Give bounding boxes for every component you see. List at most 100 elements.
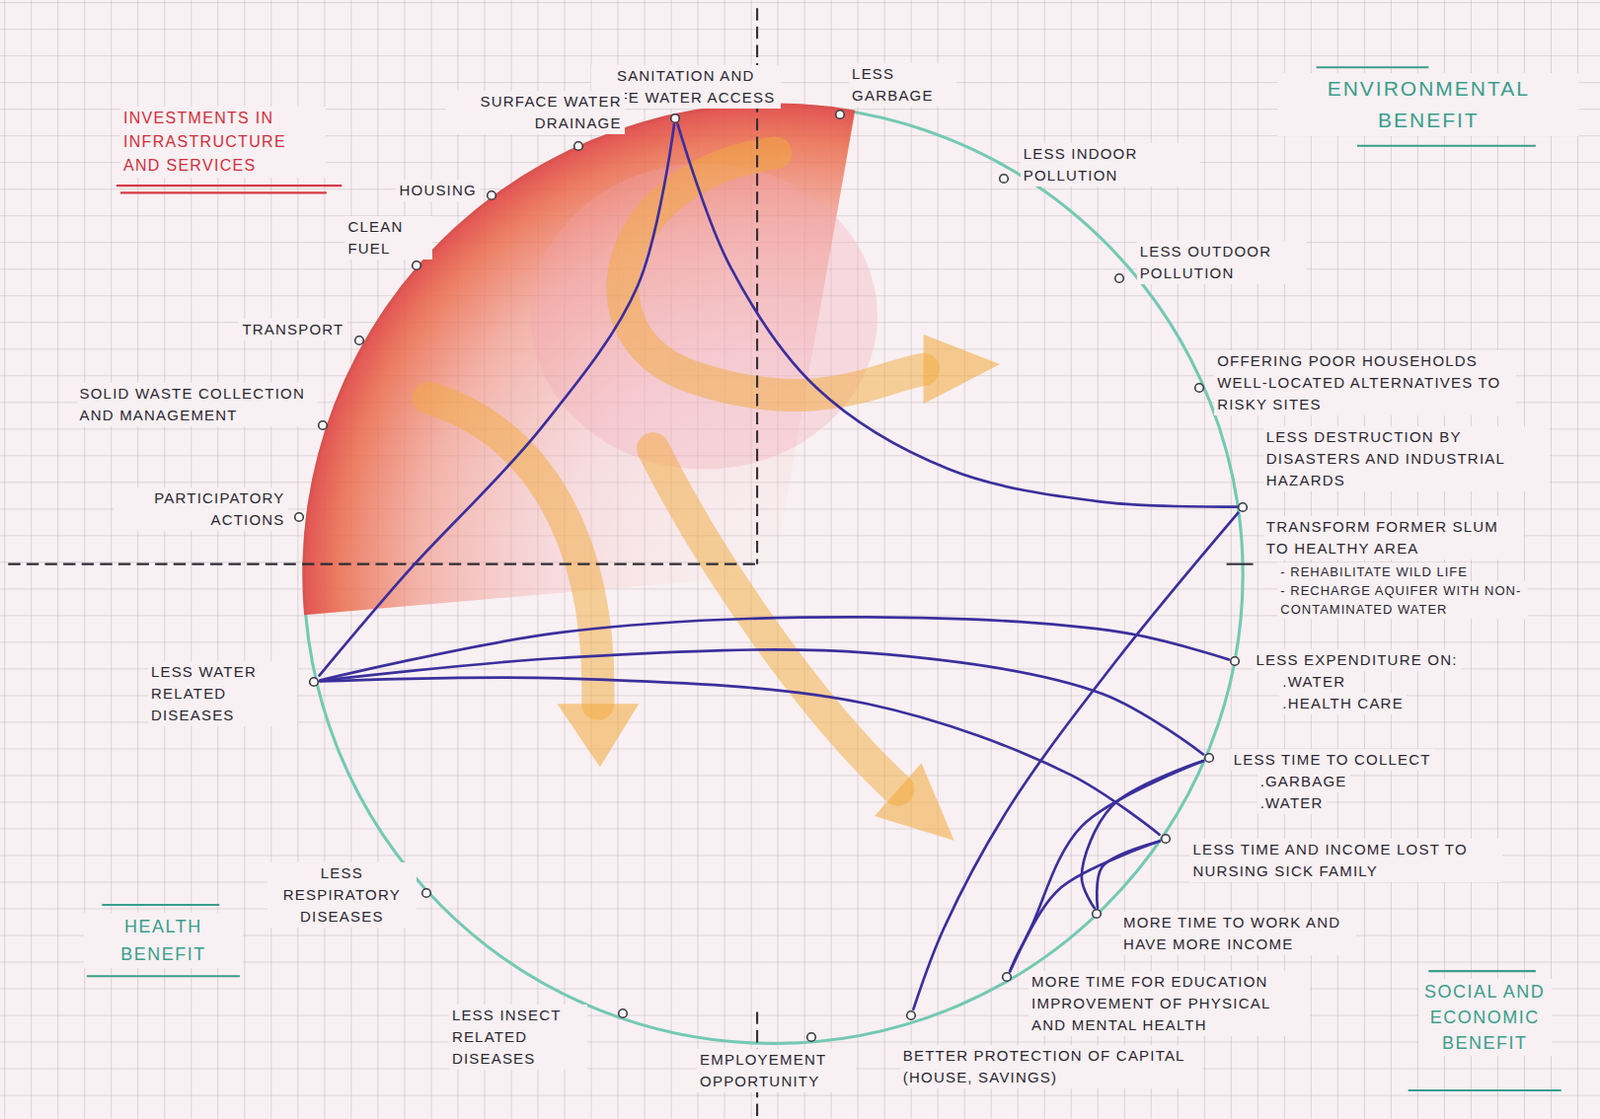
node-dot bbox=[1236, 501, 1249, 514]
node-dot bbox=[410, 259, 423, 272]
node-dot bbox=[1228, 655, 1241, 668]
heading-block: INVESTMENTS IN INFRASTRUCTURE AND SERVIC… bbox=[120, 106, 326, 178]
label-block: EMPLOYEMENT OPPORTUNITY bbox=[696, 1049, 856, 1093]
dot-outline bbox=[1205, 754, 1215, 763]
node-label: SOLID WASTE COLLECTION AND MANAGEMENT bbox=[76, 382, 318, 427]
label-block: CLEAN FUEL bbox=[344, 216, 433, 260]
underline bbox=[86, 975, 240, 978]
node-dot bbox=[1090, 908, 1103, 920]
node-label: LESS WATER RELATED DISEASES bbox=[148, 661, 298, 727]
label-block: MORE TIME FOR EDUCATION IMPROVEMENT OF P… bbox=[1028, 971, 1310, 1037]
quadrant-heading: SOCIAL AND ECONOMIC BENEFIT bbox=[1418, 979, 1552, 1057]
axis-dash bbox=[7, 563, 758, 566]
list-item: .GARBAGE bbox=[1257, 770, 1351, 793]
benefit-point: LESS TIME AND INCOME LOST TO NURSING SIC… bbox=[1159, 833, 1172, 845]
heading-block: - REHABILITATE WILD LIFE bbox=[1277, 562, 1590, 582]
heading-underline bbox=[86, 67, 1562, 1091]
benefit-point: SURFACE WATER DRAINAGE bbox=[572, 140, 585, 153]
benefit-point: LESS EXPENDITURE ON:.WATER.HEALTH CARE bbox=[1228, 655, 1241, 668]
link-curve bbox=[678, 124, 1238, 508]
dot-outline bbox=[1160, 834, 1170, 843]
overline bbox=[101, 904, 220, 907]
node-label: BETTER PROTECTION OF CAPITAL (HOUSE, SAV… bbox=[900, 1045, 1203, 1089]
dot-outline bbox=[1002, 973, 1012, 983]
dot-outline bbox=[317, 421, 327, 431]
overline bbox=[1316, 66, 1430, 69]
list-item: .WATER bbox=[1279, 671, 1349, 693]
label-block: LESS GARBAGE bbox=[848, 63, 957, 107]
dot-outline bbox=[1238, 502, 1248, 512]
benefit-point: LESS RESPIRATORY DISEASES bbox=[420, 887, 433, 900]
heading-block: SOCIAL AND ECONOMIC BENEFIT bbox=[1418, 979, 1552, 1057]
link-curve bbox=[1096, 840, 1159, 909]
dot-outline bbox=[1194, 383, 1204, 393]
link-curve bbox=[319, 124, 676, 677]
dot-outline bbox=[355, 336, 365, 346]
node-label: LESS OUTDOOR POLLUTION bbox=[1137, 240, 1306, 285]
dot-outline bbox=[1115, 274, 1125, 284]
benefit-point: MORE TIME FOR EDUCATION IMPROVEMENT OF P… bbox=[1000, 971, 1013, 984]
list-item: .HEALTH CARE bbox=[1279, 692, 1406, 715]
label-block: LESS INSECT RELATED DISEASES bbox=[449, 1004, 588, 1070]
heading-block: - RECHARGE AQUIFER WITH NON-CONTAMINATED… bbox=[1277, 581, 1528, 619]
label-block: LESS RESPIRATORY DISEASES bbox=[267, 862, 417, 928]
benefit-point: SOLID WASTE COLLECTION AND MANAGEMENT bbox=[316, 419, 329, 432]
underline bbox=[120, 191, 327, 194]
overline bbox=[1428, 970, 1536, 973]
node-dot bbox=[420, 887, 433, 900]
dot-outline bbox=[487, 191, 497, 201]
quadrant-heading: ENVIRONMENTAL BENEFIT bbox=[1277, 73, 1580, 137]
dot-outline bbox=[671, 114, 681, 124]
node-dot bbox=[997, 172, 1010, 185]
node-dot bbox=[805, 1031, 818, 1044]
quadrant-axes bbox=[7, 7, 758, 1118]
node-label: LESS TIME AND INCOME LOST TO NURSING SIC… bbox=[1189, 838, 1502, 883]
heading-block: HEALTH BENEFIT bbox=[83, 913, 243, 969]
node-label: OFFERING POOR HOUSEHOLDS WELL-LOCATED AL… bbox=[1214, 350, 1517, 416]
quadrant-heading: HEALTH BENEFIT bbox=[83, 913, 243, 969]
node-label: LESS DESTRUCTION BY DISASTERS AND INDUST… bbox=[1263, 426, 1550, 492]
node-dot bbox=[353, 334, 366, 347]
flow-arrowhead bbox=[874, 762, 955, 841]
dot-outline bbox=[411, 260, 421, 270]
label-block: LESS WATER RELATED DISEASES bbox=[148, 661, 298, 727]
node-dot bbox=[669, 112, 682, 125]
quadrant-heading: INVESTMENTS IN INFRASTRUCTURE AND SERVIC… bbox=[120, 106, 326, 178]
note-text: - REHABILITATE WILD LIFE bbox=[1277, 562, 1471, 582]
flow-arrowhead bbox=[556, 703, 639, 767]
node-dot bbox=[307, 676, 320, 688]
node-label: PARTICIPATORY ACTIONS bbox=[113, 487, 289, 532]
dot-outline bbox=[617, 1008, 627, 1018]
list-item: .WATER bbox=[1257, 792, 1327, 815]
benefit-point: MORE TIME TO WORK AND HAVE MORE INCOME bbox=[1090, 908, 1103, 920]
benefit-point: CLEAN FUEL bbox=[410, 259, 423, 272]
note-text: - RECHARGE AQUIFER WITH NON-CONTAMINATED… bbox=[1277, 581, 1528, 619]
dot-outline bbox=[836, 109, 845, 119]
benefit-point: BETTER PROTECTION OF CAPITAL (HOUSE, SAV… bbox=[905, 1009, 917, 1022]
heading-block: ENVIRONMENTAL BENEFIT bbox=[1277, 73, 1580, 137]
dot-outline bbox=[574, 142, 584, 152]
benefit-point: LESS INSECT RELATED DISEASES bbox=[616, 1007, 629, 1020]
node-dot bbox=[572, 140, 585, 153]
benefit-point: LESS WATER RELATED DISEASES bbox=[307, 676, 320, 688]
node-label: LESS INSECT RELATED DISEASES bbox=[449, 1004, 588, 1070]
dot-outline bbox=[309, 677, 319, 686]
node-label: CLEAN FUEL bbox=[344, 216, 433, 260]
node-dot bbox=[834, 108, 846, 121]
label-block: LESS DESTRUCTION BY DISASTERS AND INDUST… bbox=[1263, 426, 1550, 492]
dot-outline bbox=[295, 513, 305, 523]
node-dot bbox=[1193, 381, 1206, 394]
label-block: SURFACE WATER DRAINAGE bbox=[445, 90, 625, 135]
node-label: LESS GARBAGE bbox=[848, 63, 957, 107]
dot-outline bbox=[907, 1010, 916, 1020]
benefit-point: LESS OUTDOOR POLLUTION bbox=[1113, 272, 1126, 285]
node-dot bbox=[485, 189, 498, 202]
label-block: HOUSING bbox=[361, 179, 480, 202]
flow-arrowhead bbox=[923, 334, 1001, 404]
node-dot bbox=[1113, 272, 1126, 285]
node-label: LESS RESPIRATORY DISEASES bbox=[267, 862, 417, 928]
node-dot bbox=[1159, 833, 1172, 845]
note-text: TRANSFORM FORMER SLUM TO HEALTHY AREA bbox=[1263, 516, 1524, 560]
benefit-point: EMPLOYEMENT OPPORTUNITY bbox=[805, 1031, 818, 1044]
